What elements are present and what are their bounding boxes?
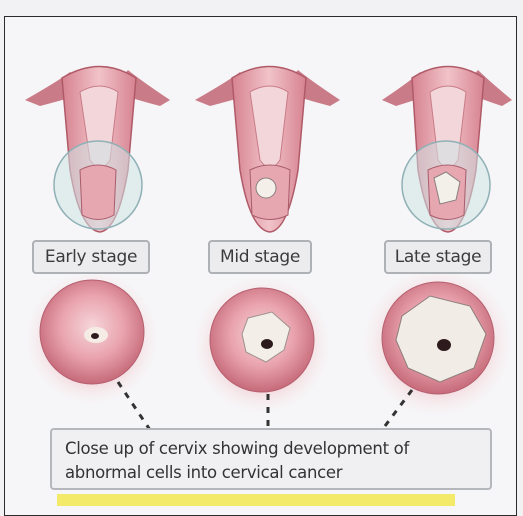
cervix-region: [80, 165, 116, 220]
label-mid-stage: Mid stage: [208, 240, 312, 274]
label-early-stage: Early stage: [32, 240, 150, 274]
lesion-spot: [256, 178, 276, 198]
uterus-early-illustration: [25, 67, 170, 233]
label-late-stage: Late stage: [384, 240, 492, 274]
caption-box: Close up of cervix showing development o…: [50, 428, 492, 490]
cervical-os: [261, 339, 273, 349]
highlight-strip: [57, 494, 455, 506]
cervix-closeup-late: [364, 268, 512, 416]
cervical-os: [91, 333, 99, 339]
cervix-closeup-mid: [194, 277, 330, 413]
cervical-os: [437, 339, 451, 351]
uterus-mid-illustration: [195, 67, 340, 233]
caption-line-2: abnormal cells into cervical cancer: [65, 461, 478, 485]
cervix-closeup-early: [26, 272, 158, 404]
caption-line-1: Close up of cervix showing development o…: [65, 437, 478, 461]
uterus-late-illustration: [382, 67, 512, 233]
